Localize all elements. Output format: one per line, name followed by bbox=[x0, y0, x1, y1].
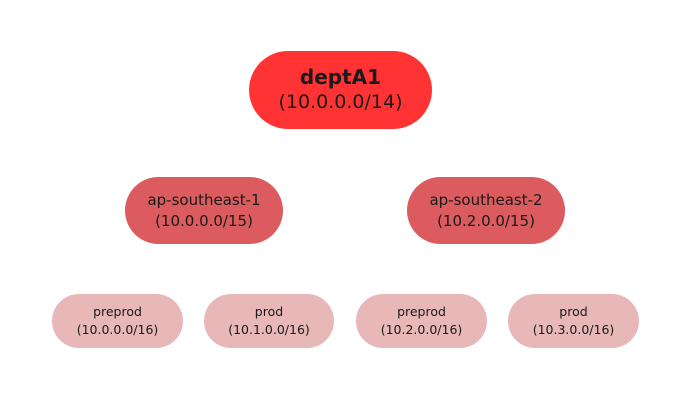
env-node-name: prod bbox=[559, 304, 588, 319]
env-node-ap-southeast-2-prod: prod (10.3.0.0/16) bbox=[508, 294, 639, 348]
env-node-cidr: (10.3.0.0/16) bbox=[532, 322, 615, 337]
env-node-cidr: (10.1.0.0/16) bbox=[228, 322, 310, 337]
root-node-name: deptA1 bbox=[299, 65, 382, 89]
env-node-ap-southeast-1-prod: prod (10.1.0.0/16) bbox=[204, 294, 334, 348]
region-node-ap-southeast-1: ap-southeast-1 (10.0.0.0/15) bbox=[125, 177, 283, 244]
env-node-ap-southeast-1-preprod: preprod (10.0.0.0/16) bbox=[52, 294, 183, 348]
env-node-name: prod bbox=[254, 304, 284, 319]
env-node-name: preprod bbox=[397, 304, 446, 319]
env-node-ap-southeast-2-preprod: preprod (10.2.0.0/16) bbox=[356, 294, 487, 348]
region-node-ap-southeast-2: ap-southeast-2 (10.2.0.0/15) bbox=[407, 177, 565, 244]
env-node-cidr: (10.0.0.0/16) bbox=[76, 322, 159, 337]
root-node-depta1: deptA1 (10.0.0.0/14) bbox=[249, 51, 432, 129]
region-node-cidr: (10.2.0.0/15) bbox=[437, 211, 535, 230]
region-node-cidr: (10.0.0.0/15) bbox=[155, 211, 253, 230]
env-node-name: preprod bbox=[93, 304, 142, 319]
root-node-cidr: (10.0.0.0/14) bbox=[278, 91, 403, 113]
region-node-name: ap-southeast-1 bbox=[147, 190, 261, 209]
region-node-name: ap-southeast-2 bbox=[429, 190, 543, 209]
env-node-cidr: (10.2.0.0/16) bbox=[380, 322, 463, 337]
